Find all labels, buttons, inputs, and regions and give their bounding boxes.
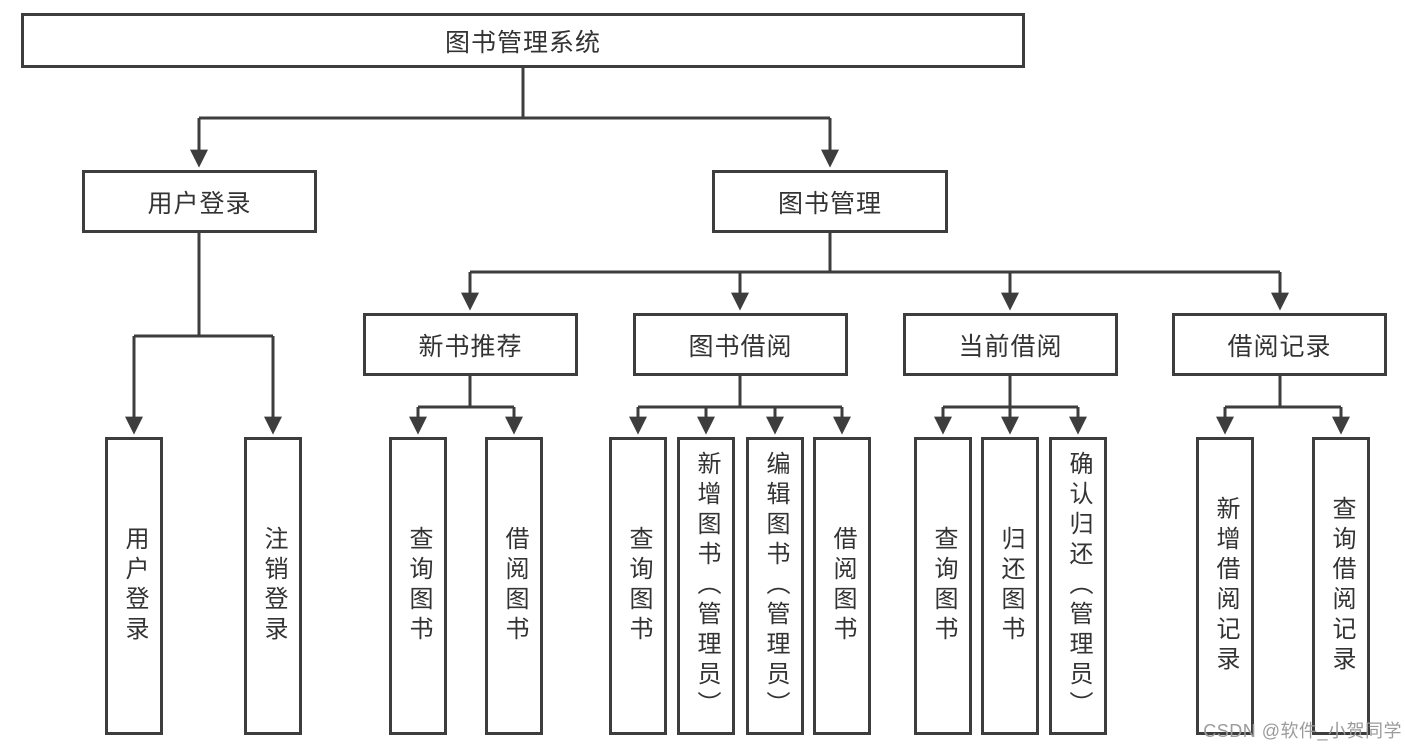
leaf-add-borrow-record-label: 新增借阅记录: [1212, 496, 1239, 676]
node-current-borrow-label: 当前借阅: [958, 332, 1063, 361]
node-book-borrow-label: 图书借阅: [688, 332, 793, 361]
node-borrow-records-label: 借阅记录: [1227, 332, 1332, 361]
leaf-query-books-borrow: 查询图书: [609, 437, 667, 735]
leaf-borrow-books: 借阅图书: [813, 437, 871, 735]
leaf-confirm-return-admin: 确认归还（管理员）: [1049, 437, 1107, 735]
node-borrow-records: 借阅记录: [1172, 313, 1387, 376]
leaf-query-books-current: 查询图书: [914, 437, 972, 735]
leaf-user-login-label: 用户登录: [121, 526, 148, 646]
node-book-management: 图书管理: [712, 170, 948, 233]
leaf-query-books-current-label: 查询图书: [930, 526, 957, 646]
leaf-user-login: 用户登录: [105, 437, 163, 735]
leaf-logout-label: 注销登录: [260, 526, 287, 646]
node-current-borrow: 当前借阅: [903, 313, 1118, 376]
node-root-system: 图书管理系统: [21, 13, 1025, 68]
node-new-book-recommend: 新书推荐: [363, 313, 578, 376]
leaf-confirm-return-admin-label: 确认归还（管理员）: [1065, 451, 1092, 721]
csdn-watermark: CSDN @软件_小贺同学: [1203, 721, 1402, 741]
node-root-label: 图书管理系统: [444, 28, 601, 57]
leaf-borrow-books-recommend-label: 借阅图书: [501, 526, 528, 646]
leaf-return-books-label: 归还图书: [997, 526, 1024, 646]
leaf-edit-book-admin-label: 编辑图书（管理员）: [762, 451, 789, 721]
leaf-add-book-admin: 新增图书（管理员）: [677, 437, 735, 735]
tree-trunk-lines: [134, 68, 1341, 409]
leaf-borrow-books-recommend: 借阅图书: [485, 437, 543, 735]
node-book-borrow: 图书借阅: [633, 313, 848, 376]
leaf-logout: 注销登录: [244, 437, 302, 735]
leaf-add-borrow-record: 新增借阅记录: [1196, 437, 1254, 735]
leaf-query-borrow-record-label: 查询借阅记录: [1328, 496, 1355, 676]
node-user-login: 用户登录: [82, 170, 317, 233]
leaf-query-books-recommend-label: 查询图书: [405, 526, 432, 646]
leaf-query-borrow-record: 查询借阅记录: [1312, 437, 1370, 735]
leaf-add-book-admin-label: 新增图书（管理员）: [693, 451, 720, 721]
leaf-return-books: 归还图书: [981, 437, 1039, 735]
node-new-book-recommend-label: 新书推荐: [418, 332, 523, 361]
leaf-edit-book-admin: 编辑图书（管理员）: [746, 437, 804, 735]
node-user-login-label: 用户登录: [147, 189, 252, 218]
leaf-borrow-books-label: 借阅图书: [829, 526, 856, 646]
arrow-connectors: [125, 118, 1350, 435]
leaf-query-books-borrow-label: 查询图书: [625, 526, 652, 646]
node-book-management-label: 图书管理: [777, 189, 882, 218]
leaf-query-books-recommend: 查询图书: [389, 437, 447, 735]
